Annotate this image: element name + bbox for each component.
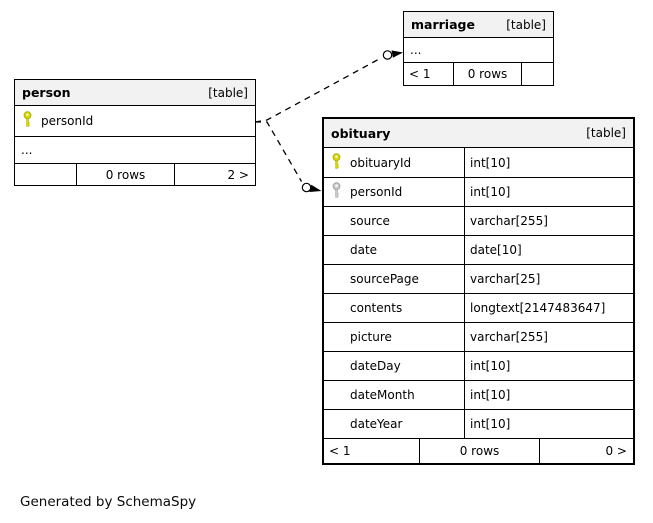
column-type: int[10] — [464, 352, 633, 380]
column-name: date — [350, 243, 378, 257]
column-type: varchar[255] — [464, 207, 633, 235]
table-node-person[interactable]: person [table] personId... 0 rows 2 > — [14, 79, 256, 186]
related-count-right — [521, 63, 553, 85]
table-title: person — [22, 85, 71, 100]
table-header: person [table] — [15, 80, 255, 106]
column-row-contents: contents longtext[2147483647] — [324, 293, 633, 322]
related-count-left — [15, 164, 76, 185]
table-footer: 0 rows 2 > — [15, 163, 255, 185]
schemaspy-credit: Generated by SchemaSpy — [20, 494, 197, 510]
hidden-columns-ellipsis: ... — [410, 43, 422, 57]
column-type: longtext[2147483647] — [464, 294, 633, 322]
table-header: marriage [table] — [404, 12, 553, 38]
column-type: int[10] — [464, 178, 633, 206]
column-row-picture: picture varchar[255] — [324, 322, 633, 351]
column-row-dateDay: dateDay int[10] — [324, 351, 633, 380]
column-type: int[10] — [464, 148, 633, 177]
table-title: marriage — [411, 17, 475, 32]
related-count-right: 0 > — [539, 439, 633, 463]
table-header: obituary [table] — [324, 119, 633, 148]
column-row-more: ... — [404, 38, 553, 62]
table-type-badge: [table] — [586, 126, 626, 140]
table-footer: < 1 0 rows 0 > — [324, 438, 633, 463]
column-name: personId — [15, 106, 255, 136]
primary-key-icon — [331, 152, 342, 173]
zero-cardinality-circle-obituary — [301, 182, 312, 193]
row-count: 0 rows — [419, 439, 539, 463]
column-row-date: date date[10] — [324, 235, 633, 264]
column-row-personId: personId — [15, 106, 255, 136]
relationship-line-person-marriage — [254, 57, 382, 123]
column-name: obituaryId — [324, 148, 464, 177]
column-row-source: source varchar[255] — [324, 206, 633, 235]
hidden-columns-ellipsis: ... — [21, 143, 33, 157]
column-name: personId — [324, 178, 464, 206]
row-count: 0 rows — [453, 63, 521, 85]
column-row-more: ... — [15, 136, 255, 163]
column-row-dateYear: dateYear int[10] — [324, 409, 633, 438]
column-name: dateMonth — [350, 388, 415, 402]
foreign-key-icon — [331, 182, 342, 202]
column-row-dateMonth: dateMonth int[10] — [324, 380, 633, 409]
column-type: date[10] — [464, 236, 633, 264]
table-type-badge: [table] — [506, 17, 546, 32]
row-count: 0 rows — [76, 164, 174, 185]
column-type: int[10] — [464, 381, 633, 409]
column-list: ... — [404, 38, 553, 62]
table-title: obituary — [331, 125, 391, 141]
table-node-marriage[interactable]: marriage [table] ... < 1 0 rows — [403, 11, 554, 86]
table-type-badge: [table] — [208, 85, 248, 100]
arrowhead-marriage — [391, 50, 403, 58]
column-name: dateYear — [350, 417, 403, 431]
relationship-line-person-obituary — [255, 121, 303, 182]
related-count-left: < 1 — [329, 444, 351, 458]
column-name: contents — [350, 301, 403, 315]
column-name: dateDay — [350, 359, 401, 373]
column-list: personId... — [15, 106, 255, 163]
column-name: picture — [350, 330, 392, 344]
column-type: int[10] — [464, 410, 633, 438]
column-type: varchar[255] — [464, 323, 633, 351]
column-name: source — [350, 214, 390, 228]
arrowhead-obituary — [309, 184, 322, 192]
column-type: varchar[25] — [464, 265, 633, 293]
primary-key-icon — [22, 111, 33, 131]
zero-cardinality-circle-marriage — [382, 50, 393, 60]
related-count-left: < 1 — [409, 67, 431, 81]
table-footer: < 1 0 rows — [404, 62, 553, 85]
related-count-right: 2 > — [174, 164, 255, 185]
column-name: sourcePage — [350, 272, 419, 286]
column-row-sourcePage: sourcePage varchar[25] — [324, 264, 633, 293]
